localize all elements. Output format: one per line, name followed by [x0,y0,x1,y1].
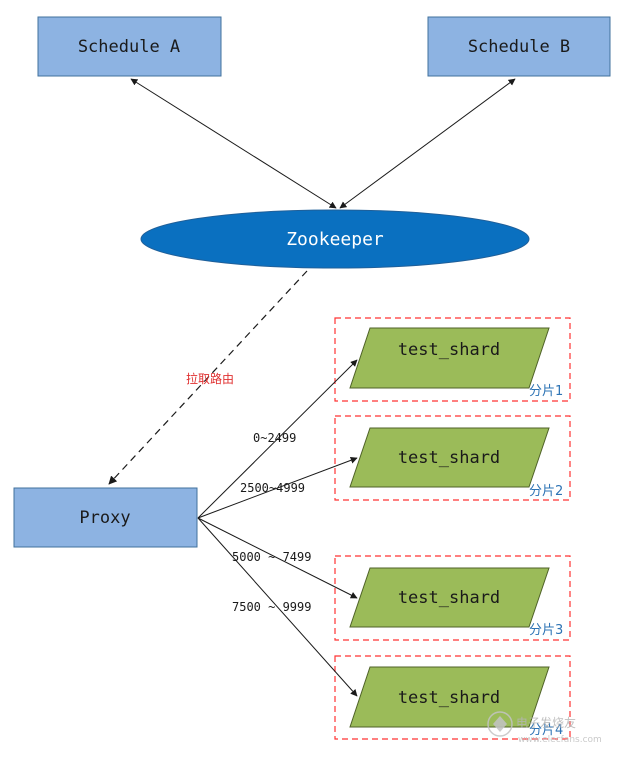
schedule-b-zookeeper-edge [339,78,516,209]
schedule-b-node: Schedule B [427,16,611,77]
range-1-label: 0~2499 [253,431,296,445]
range-2-label: 2500~4999 [240,481,305,495]
elecfans-watermark: 电子发烧友 www.elecfans.com [487,711,602,745]
shard-4-label: 分片4 [529,723,563,738]
shard-4-table: test_shard [398,688,500,708]
range-4-label: 7500 ~ 9999 [232,600,311,614]
proxy-node: Proxy [13,487,198,548]
shard-3-table: test_shard [398,588,500,608]
shard-1: test_shard 分片1 [334,317,571,402]
shard-3-label: 分片3 [529,623,563,638]
zookeeper-label: Zookeeper [286,229,384,250]
pull-route-label: 拉取路由 [186,371,234,386]
shard-2: test_shard 分片2 [334,415,571,501]
shard-1-label: 分片1 [529,384,563,399]
shard-2-table: test_shard [398,448,500,468]
range-3-label: 5000 ~ 7499 [232,550,311,564]
zookeeper-node: Zookeeper [140,209,530,269]
schedule-a-zookeeper-edge [130,78,337,209]
watermark-brand: 电子发烧友 [516,715,576,730]
shard-1-table: test_shard [398,340,500,360]
proxy-label: Proxy [79,508,130,528]
schedule-b-label: Schedule B [468,37,570,57]
proxy-shard-1-edge [197,359,358,519]
shard-3: test_shard 分片3 [334,555,571,641]
schedule-a-node: Schedule A [37,16,222,77]
proxy-shard-4-edge [197,517,358,697]
schedule-a-label: Schedule A [78,37,180,57]
shard-2-label: 分片2 [529,484,563,499]
proxy-shard-3-edge [197,517,358,599]
proxy-shard-2-edge [197,456,358,519]
pull-route-edge [108,270,308,485]
watermark-url: www.elecfans.com [518,735,602,745]
